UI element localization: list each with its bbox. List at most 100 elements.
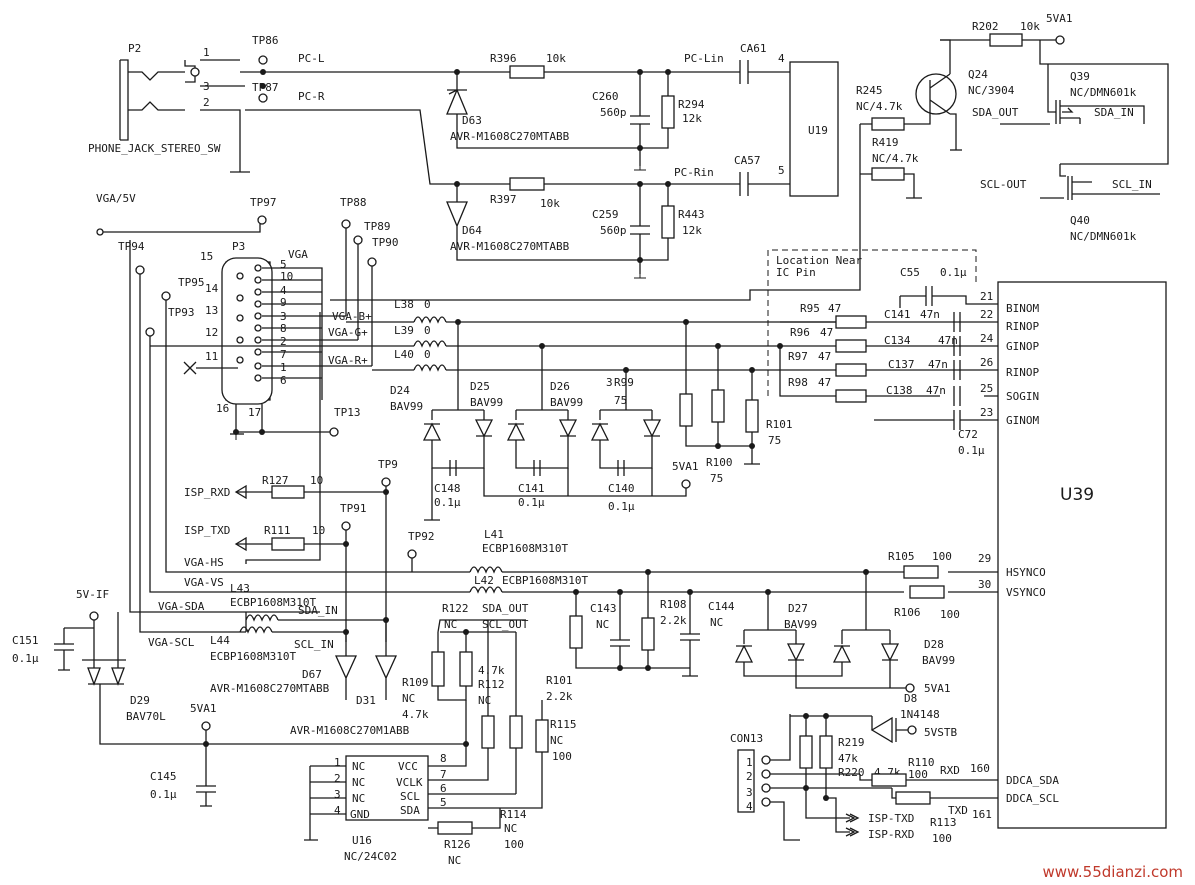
u39-ref: U39 [1060,485,1094,505]
vga-pins [236,264,262,382]
d28-ref: D28 [924,638,944,651]
u39-pin26-num: 26 [980,356,993,369]
c72-val: 0.1μ [958,444,985,457]
inductor-l38 [413,316,447,324]
d67-ref: D67 [302,668,322,681]
l42-val: ECBP1608M310T [502,574,588,587]
p3-pin2: 2 [280,335,287,348]
r110-ref: R110 [908,756,935,769]
r202-val: 10k [1020,20,1040,33]
resistor-r105 [903,565,939,579]
l41-ref: L41 [484,528,504,541]
net-vga-sda: VGA-SDA [158,600,205,613]
r109-nc: NC [402,692,415,705]
resistor-r97 [835,363,867,377]
d63-val: AVR-M1608C270MTABB [450,130,570,143]
r202-ref: R202 [972,20,999,33]
tvs-diode-d63 [446,69,640,149]
p3-pin9: 9 [280,296,287,309]
tp94-label: TP94 [118,240,145,253]
net-5va1-rgb: 5VA1 [672,460,699,473]
r111-ref: R111 [264,524,291,537]
d31-ref: D31 [356,694,376,707]
transistor-q24 [914,39,962,151]
con13-ref: CON13 [730,732,763,745]
sync-section: VGA-HS VGA-VS VGA-SDA VGA-SCL ISP_RXD IS… [129,240,960,695]
d27-ref: D27 [788,602,808,615]
audio-section: P2 1 3 2 PHONE_JACK_STEREO_SW TP86 TP87 … [88,34,839,274]
r95-val: 47 [828,302,841,315]
location-note-line2: IC Pin [776,266,816,279]
net-5va1-ddc: 5VA1 [190,702,217,715]
u16-ref: U16 [352,834,372,847]
con13-pin4: 4 [746,800,753,813]
ic-u19 [789,61,839,197]
r111-val: 10 [312,524,325,537]
p2-name: PHONE_JACK_STEREO_SW [88,142,221,155]
p3-pin4: 4 [280,284,287,297]
c151-val: 0.1μ [12,652,39,665]
u19-ref: U19 [808,124,828,137]
resistor-r396 [509,65,545,79]
l44-val: ECBP1608M310T [210,650,296,663]
u39-pin21-num: 21 [980,290,993,303]
net-isp-txd: ISP_TXD [184,524,230,537]
r397-ref: R397 [490,193,517,206]
p3-pin14: 14 [205,282,219,295]
l40-ref: L40 [394,348,414,361]
r101-val: 75 [768,434,781,447]
r397-val: 10k [540,197,560,210]
c141b-ref: C141 [518,482,545,495]
p2-ref: P2 [128,42,141,55]
u16-n6: 6 [440,782,447,795]
p3-ref: P3 [232,240,245,253]
tp97-label: TP97 [250,196,277,209]
d8-val: 1N4148 [900,708,940,721]
l39-ref: L39 [394,324,414,337]
c143-val: NC [596,618,609,631]
u16-p4: GND [350,808,370,821]
net-vga-vs: VGA-VS [184,576,224,589]
r419-ref: R419 [872,136,899,149]
c138-val: 47n [926,384,946,397]
net-isp-txd2: ISP-TXD [868,812,914,825]
d27-val: BAV99 [784,618,817,631]
u39-pin24-name: GINOP [1006,340,1039,353]
r126-ref: R126 [444,838,471,851]
rgb-section: L38 0 L39 0 L40 0 R99 75 R100 75 R101 75… [150,249,985,521]
net-vga-hs: VGA-HS [184,556,224,569]
u39-pin21-name: BINOM [1006,302,1039,315]
u39-pin22-num: 22 [980,308,993,321]
r100-ref: R100 [706,456,733,469]
p3-pin6: 6 [280,374,287,387]
r114-ref: R114 [500,808,527,821]
tp88-label: TP88 [340,196,367,209]
ic-u39: U39 21 BINOM 22 RINOP 24 GINOP 26 RINOP … [940,281,1167,829]
c137-ref: C137 [888,358,915,371]
resistor-r110 [871,773,907,787]
r294-ref: R294 [678,98,705,111]
resistor-r95 [835,315,867,329]
l41-val: ECBP1608M310T [482,542,568,555]
r113-ref: R113 [930,816,957,829]
u16-p7: VCLK [396,776,423,789]
tp89-label: TP89 [364,220,391,233]
net-scl-in2: SCL_IN [294,638,334,651]
p3-pin13: 13 [205,304,218,317]
net-pc-lin: PC-Lin [684,52,724,65]
net-sda-in2: SDA_IN [298,604,338,617]
resistor-r443 [661,205,675,239]
u39-pin161-num: 161 [972,808,992,821]
l38-ref: L38 [394,298,414,311]
u39-pin29-name: HSYNCO [1006,566,1046,579]
ca61-ref: CA61 [740,42,767,55]
p3-pin11: 11 [205,350,218,363]
r106-ref: R106 [894,606,921,619]
resistor-r114b [509,715,523,749]
u39-pin23-name: GINOM [1006,414,1039,427]
r99-ref: R99 [614,376,634,389]
u39-pin161-name: DDCA_SCL [1006,792,1059,805]
ca57-ref: CA57 [734,154,761,167]
resistor-r419 [871,167,905,181]
clamp-diodes-d28 [743,572,906,689]
